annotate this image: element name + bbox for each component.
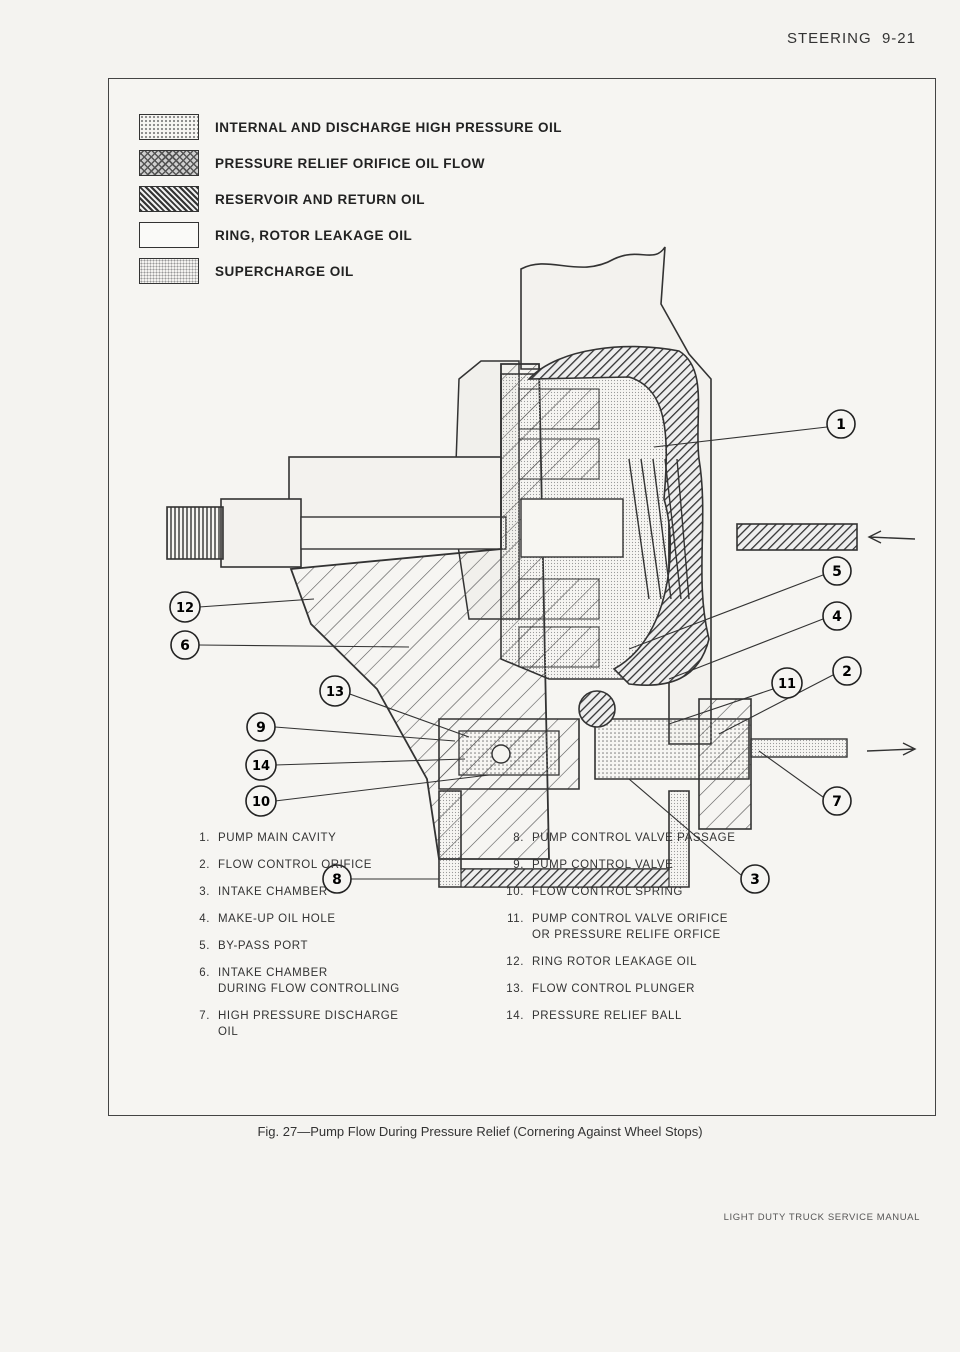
svg-text:8: 8 — [332, 872, 342, 888]
rotor-center — [520, 498, 624, 558]
legend-swatch-internal — [139, 114, 199, 140]
legend-label: SUPERCHARGE OIL — [215, 263, 354, 279]
mount-flange — [288, 456, 502, 524]
legend-label: RESERVOIR AND RETURN OIL — [215, 191, 426, 207]
list-item: 12.RING ROTOR LEAKAGE OIL — [506, 956, 698, 968]
callout-4: 4 — [822, 601, 852, 631]
callout-13: 13 — [319, 675, 351, 707]
shaft — [300, 516, 507, 550]
list-item: 10.FLOW CONTROL SPRING — [506, 886, 683, 898]
legend-label: RING, ROTOR LEAKAGE OIL — [215, 227, 413, 243]
svg-text:3: 3 — [750, 872, 760, 888]
section-title: STEERING — [786, 30, 872, 47]
return-hose — [736, 523, 858, 551]
list-item: 13.FLOW CONTROL PLUNGER — [506, 983, 696, 995]
leader-lines — [198, 426, 834, 880]
list-item: 8.PUMP CONTROL VALVE PASSAGE — [513, 832, 736, 844]
svg-text:9: 9 — [256, 720, 266, 736]
list-item: 5.BY-PASS PORT — [199, 940, 309, 952]
rotor-vane-2 — [518, 438, 600, 480]
legend-label: PRESSURE RELIEF ORIFICE OIL FLOW — [215, 155, 486, 171]
legend-item: RING, ROTOR LEAKAGE OIL — [139, 217, 562, 253]
svg-text:5: 5 — [832, 564, 842, 580]
list-item: 3.INTAKE CHAMBER — [199, 886, 328, 898]
list-item: 14.PRESSURE RELIEF BALL — [506, 1010, 683, 1022]
callout-10: 10 — [245, 785, 277, 817]
callout-12: 12 — [169, 591, 201, 623]
figure-frame: INTERNAL AND DISCHARGE HIGH PRESSURE OIL… — [108, 78, 936, 1116]
rotor-vane-1 — [518, 388, 600, 430]
pump-cutaway-diagram: 1 5 4 2 11 7 3 12 6 13 9 14 10 8 — [166, 246, 917, 894]
shaft-thread — [166, 506, 224, 560]
page-header: STEERING 9-21 — [787, 30, 916, 47]
parts-column-right: 8.PUMP CONTROL VALVE PASSAGE 9.PUMP CONT… — [502, 830, 802, 1035]
legend-label: INTERNAL AND DISCHARGE HIGH PRESSURE OIL — [215, 119, 563, 135]
rotor-vane-3 — [518, 578, 600, 620]
discharge-tube — [750, 738, 848, 758]
svg-text:14: 14 — [252, 759, 270, 774]
svg-text:6: 6 — [180, 638, 190, 654]
parts-column-left: 1.PUMP MAIN CAVITY 2.FLOW CONTROL ORIFIC… — [188, 830, 488, 1051]
callout-14: 14 — [245, 749, 277, 781]
legend-item: PRESSURE RELIEF ORIFICE OIL FLOW — [139, 145, 562, 181]
callout-5: 5 — [822, 556, 852, 586]
list-item: 9.PUMP CONTROL VALVE — [513, 859, 674, 871]
legend-swatch-super — [139, 258, 199, 284]
legend-swatch-ring — [139, 222, 199, 248]
svg-text:11: 11 — [778, 677, 796, 692]
svg-text:12: 12 — [176, 601, 194, 616]
callout-1: 1 — [826, 409, 856, 439]
outlet-fitting — [698, 698, 752, 830]
rotor-vane-4 — [518, 626, 600, 668]
list-item: 4.MAKE-UP OIL HOLE — [199, 913, 336, 925]
pressure-arrow — [866, 742, 917, 756]
legend-swatch-relief — [139, 150, 199, 176]
footer-text: LIGHT DUTY TRUCK SERVICE MANUAL — [723, 1212, 920, 1223]
list-item: 2.FLOW CONTROL ORIFICE — [199, 859, 373, 871]
valve-spring — [628, 458, 690, 600]
svg-text:7: 7 — [832, 794, 842, 810]
passage-bottom — [460, 868, 670, 888]
svg-text:2: 2 — [842, 664, 852, 680]
list-item: 1.PUMP MAIN CAVITY — [199, 832, 337, 844]
return-arrow — [867, 530, 916, 544]
shaft-hub — [220, 498, 302, 568]
callout-8: 8 — [322, 864, 352, 894]
reservoir-oil — [527, 345, 710, 686]
legend-item: RESERVOIR AND RETURN OIL — [139, 181, 562, 217]
page-number: 9-21 — [881, 30, 916, 47]
svg-text:10: 10 — [252, 795, 270, 810]
svg-text:13: 13 — [326, 685, 344, 700]
callout-3: 3 — [740, 864, 770, 894]
legend-item: SUPERCHARGE OIL — [139, 253, 562, 289]
figure-caption: Fig. 27—Pump Flow During Pressure Relief… — [257, 1124, 703, 1139]
legend-item: INTERNAL AND DISCHARGE HIGH PRESSURE OIL — [139, 109, 562, 145]
callout-7: 7 — [822, 786, 852, 816]
callout-2: 2 — [832, 656, 862, 686]
callout-11: 11 — [771, 667, 803, 699]
svg-text:1: 1 — [836, 417, 846, 433]
legend-swatch-reservoir — [139, 186, 199, 212]
svg-text:4: 4 — [832, 609, 842, 625]
relief-ball — [491, 744, 511, 764]
callout-9: 9 — [246, 712, 276, 742]
legend: INTERNAL AND DISCHARGE HIGH PRESSURE OIL… — [139, 109, 562, 289]
callout-6: 6 — [170, 630, 200, 660]
bypass-port — [578, 690, 616, 728]
